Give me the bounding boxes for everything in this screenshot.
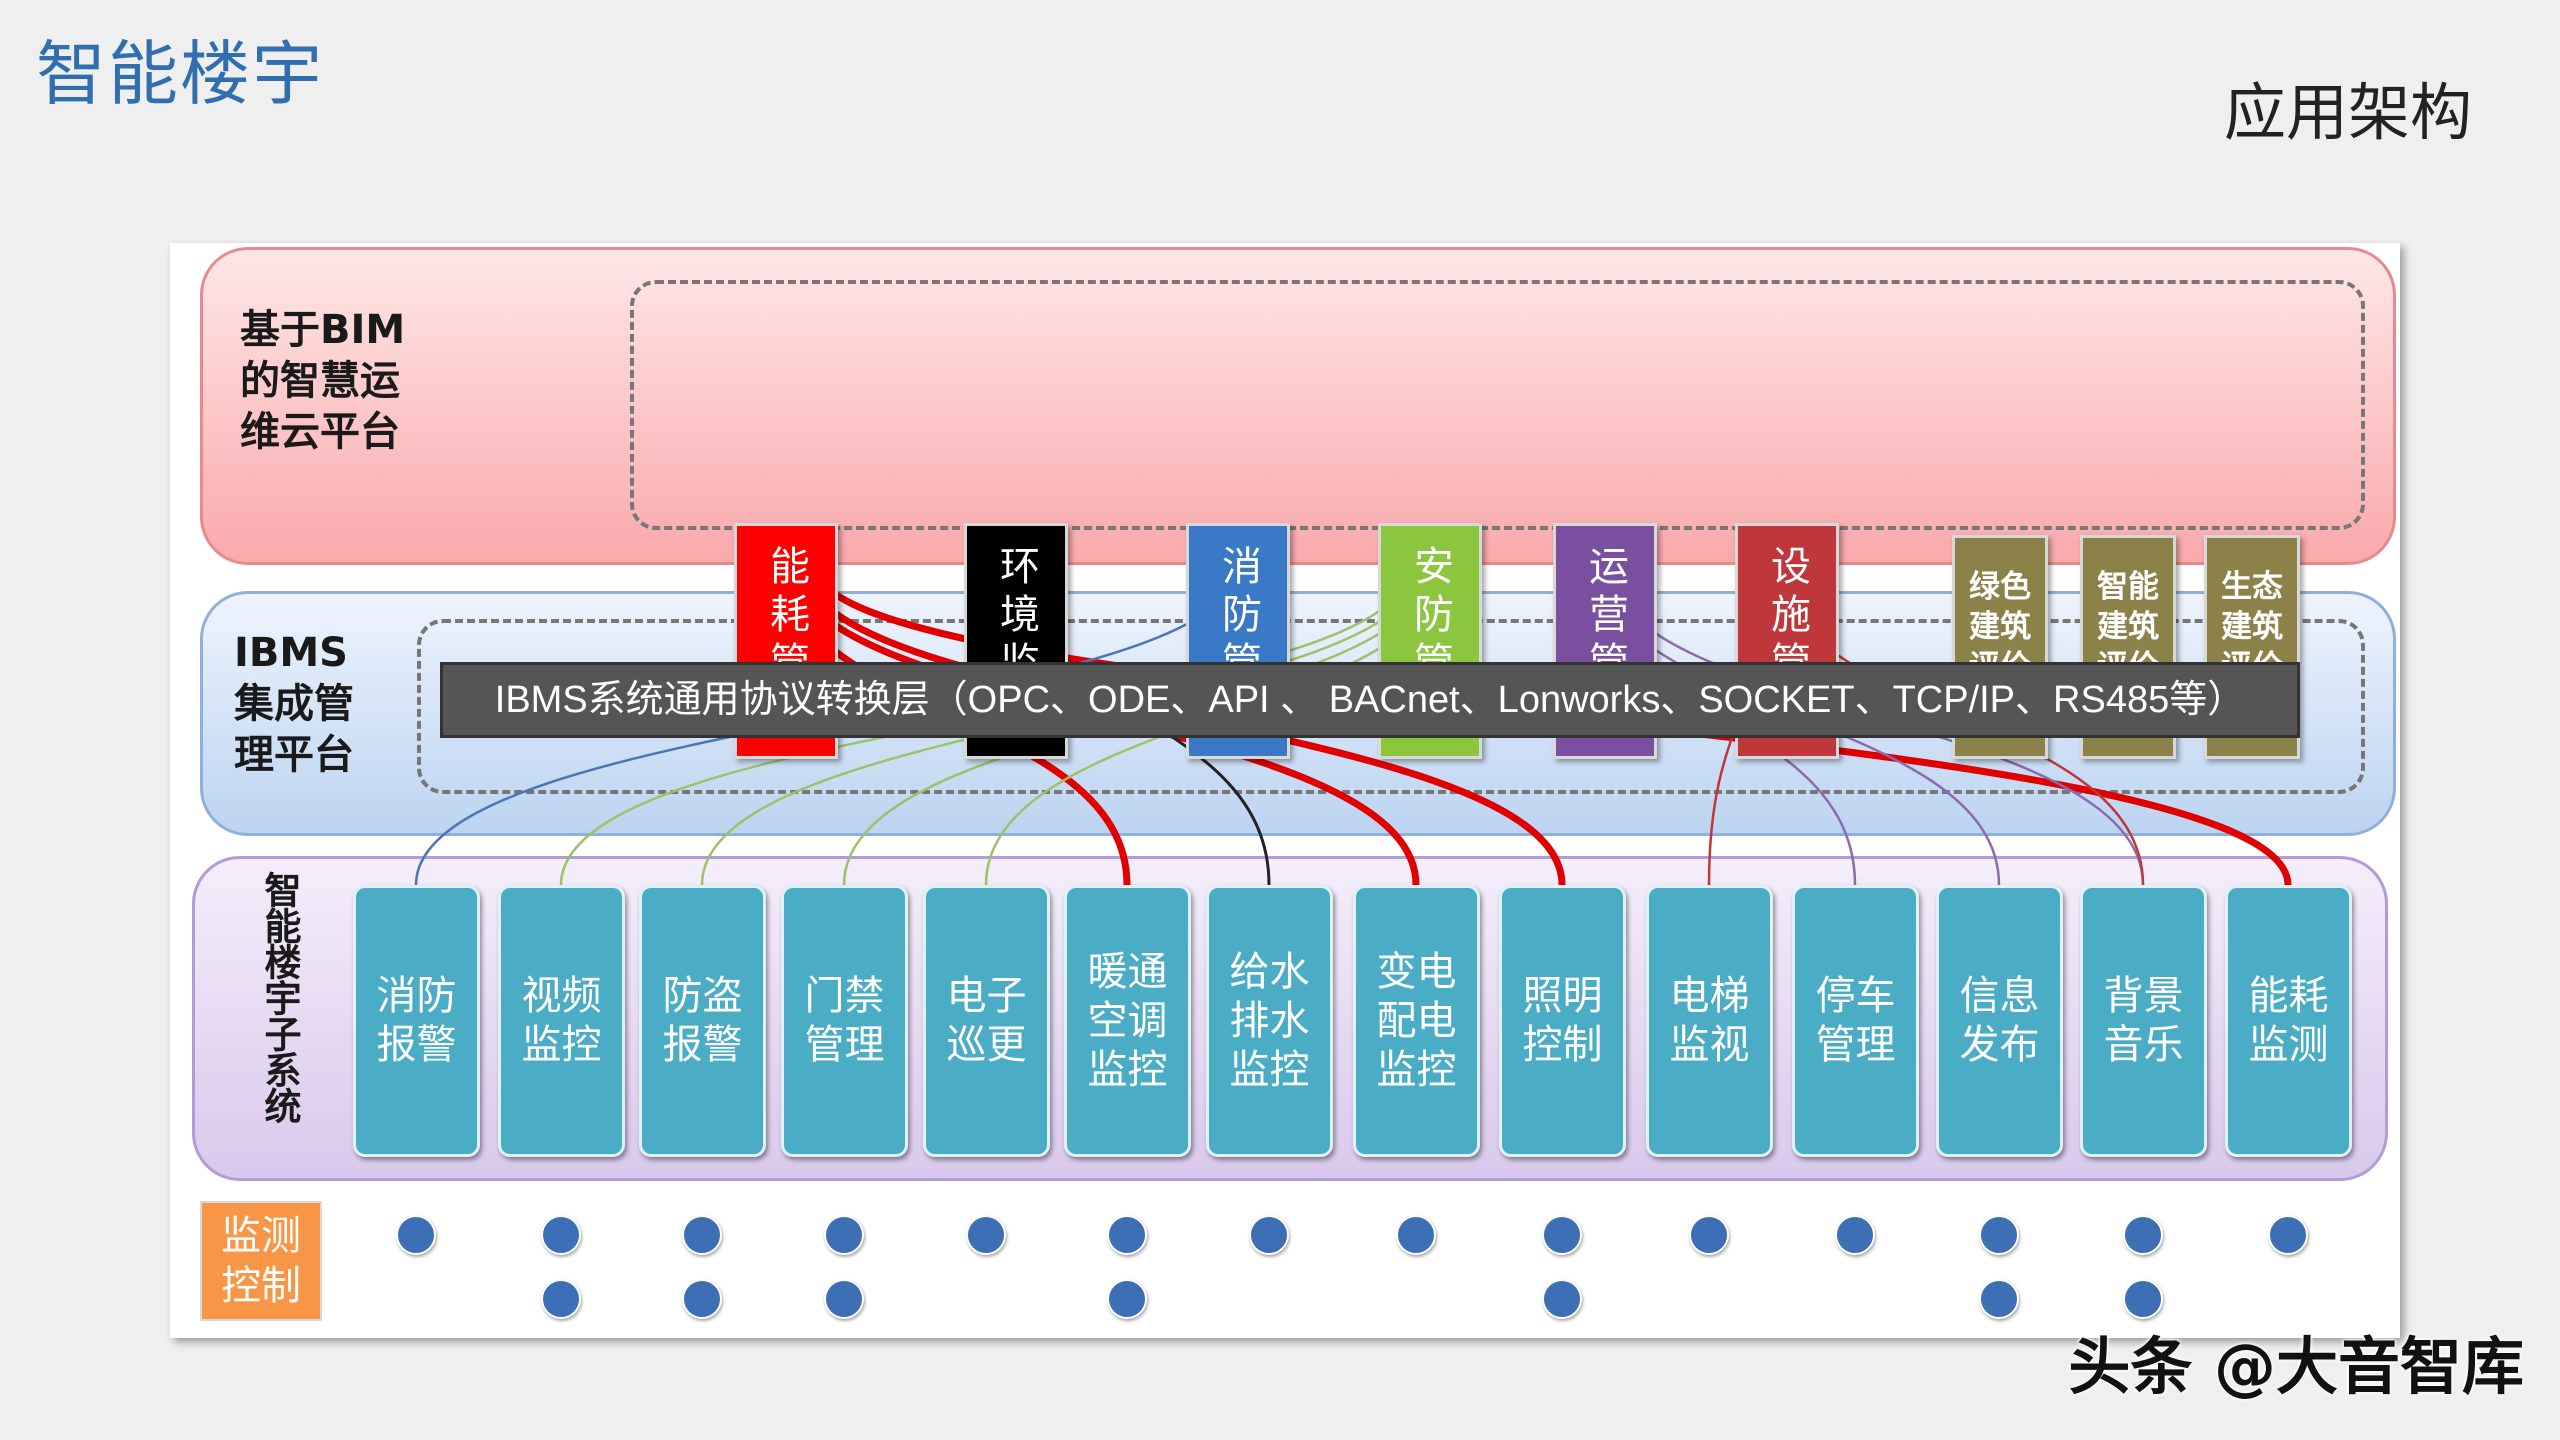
monitor-point — [1835, 1215, 1875, 1255]
monitor-point — [1542, 1279, 1582, 1319]
subsystem-item[interactable]: 视频监控 — [498, 885, 625, 1157]
monitor-point — [1542, 1215, 1582, 1255]
subsystem-label: 防盗报警 — [662, 973, 743, 1068]
monitor-control-label: 监测控制 — [221, 1213, 301, 1309]
subsystem-label: 暖通空调监控 — [1087, 948, 1168, 1093]
monitor-point — [1107, 1279, 1147, 1319]
architecture-diagram: 基于BIM的智慧运维云平台 IBMS集成管理平台 能耗管理 环境监测 消防管理 … — [170, 243, 2400, 1338]
connector-lines — [414, 564, 2292, 886]
monitor-point — [682, 1215, 722, 1255]
monitor-point — [824, 1215, 864, 1255]
subsystem-label: 给水排水监控 — [1229, 948, 1310, 1093]
subsystem-item[interactable]: 电梯监视 — [1646, 885, 1773, 1157]
monitor-point — [824, 1279, 864, 1319]
monitor-point — [1107, 1215, 1147, 1255]
subsystem-label: 视频监控 — [521, 973, 602, 1068]
page-title: 智能楼宇 — [36, 33, 324, 115]
subsystem-item[interactable]: 消防报警 — [353, 885, 480, 1157]
subsystem-label: 信息发布 — [1959, 973, 2040, 1068]
monitor-point — [541, 1215, 581, 1255]
monitor-point — [1689, 1215, 1729, 1255]
monitor-point — [2123, 1215, 2163, 1255]
monitor-point — [1979, 1279, 2019, 1319]
monitor-point — [2123, 1279, 2163, 1319]
protocol-conversion-bar: IBMS系统通用协议转换层（OPC、ODE、API 、 BACnet、Lonwo… — [440, 662, 2300, 738]
monitor-point — [966, 1215, 1006, 1255]
subsystem-item[interactable]: 门禁管理 — [781, 885, 908, 1157]
monitor-point — [1396, 1215, 1436, 1255]
subsystem-label: 停车管理 — [1815, 973, 1896, 1068]
watermark: 头条 @大音智库 — [2068, 1330, 2524, 1403]
subsystem-label: 照明控制 — [1522, 973, 1603, 1068]
monitor-point — [682, 1279, 722, 1319]
subsystem-item[interactable]: 暖通空调监控 — [1064, 885, 1191, 1157]
section-title: 应用架构 — [2223, 76, 2472, 149]
subsystem-label: 变电配电监控 — [1376, 948, 1457, 1093]
subsystem-label: 电梯监视 — [1669, 973, 1750, 1068]
subsystem-item[interactable]: 能耗监测 — [2225, 885, 2352, 1157]
monitor-point — [2268, 1215, 2308, 1255]
subsystem-label: 能耗监测 — [2248, 973, 2329, 1068]
subsystem-item[interactable]: 给水排水监控 — [1206, 885, 1333, 1157]
monitor-point — [1249, 1215, 1289, 1255]
monitor-point — [541, 1279, 581, 1319]
subsystem-label: 背景音乐 — [2103, 973, 2184, 1068]
monitor-point — [396, 1215, 436, 1255]
subsystem-item[interactable]: 变电配电监控 — [1353, 885, 1480, 1157]
bim-modules-group — [630, 280, 2365, 530]
subsystem-item[interactable]: 信息发布 — [1936, 885, 2063, 1157]
subsystem-item[interactable]: 电子巡更 — [923, 885, 1050, 1157]
subsystem-layer-label: 智能楼宇子系统 — [258, 871, 301, 1123]
subsystem-label: 消防报警 — [376, 973, 457, 1068]
bim-layer-label: 基于BIM的智慧运维云平台 — [240, 307, 406, 455]
subsystem-item[interactable]: 背景音乐 — [2080, 885, 2207, 1157]
subsystem-label: 电子巡更 — [946, 973, 1027, 1068]
ibms-layer-label: IBMS集成管理平台 — [234, 630, 354, 778]
monitor-point — [1979, 1215, 2019, 1255]
monitor-control-box: 监测控制 — [200, 1201, 322, 1321]
subsystem-item[interactable]: 照明控制 — [1499, 885, 1626, 1157]
bim-platform-layer — [200, 247, 2396, 565]
subsystem-label: 门禁管理 — [804, 973, 885, 1068]
subsystem-item[interactable]: 防盗报警 — [639, 885, 766, 1157]
subsystem-item[interactable]: 停车管理 — [1792, 885, 1919, 1157]
